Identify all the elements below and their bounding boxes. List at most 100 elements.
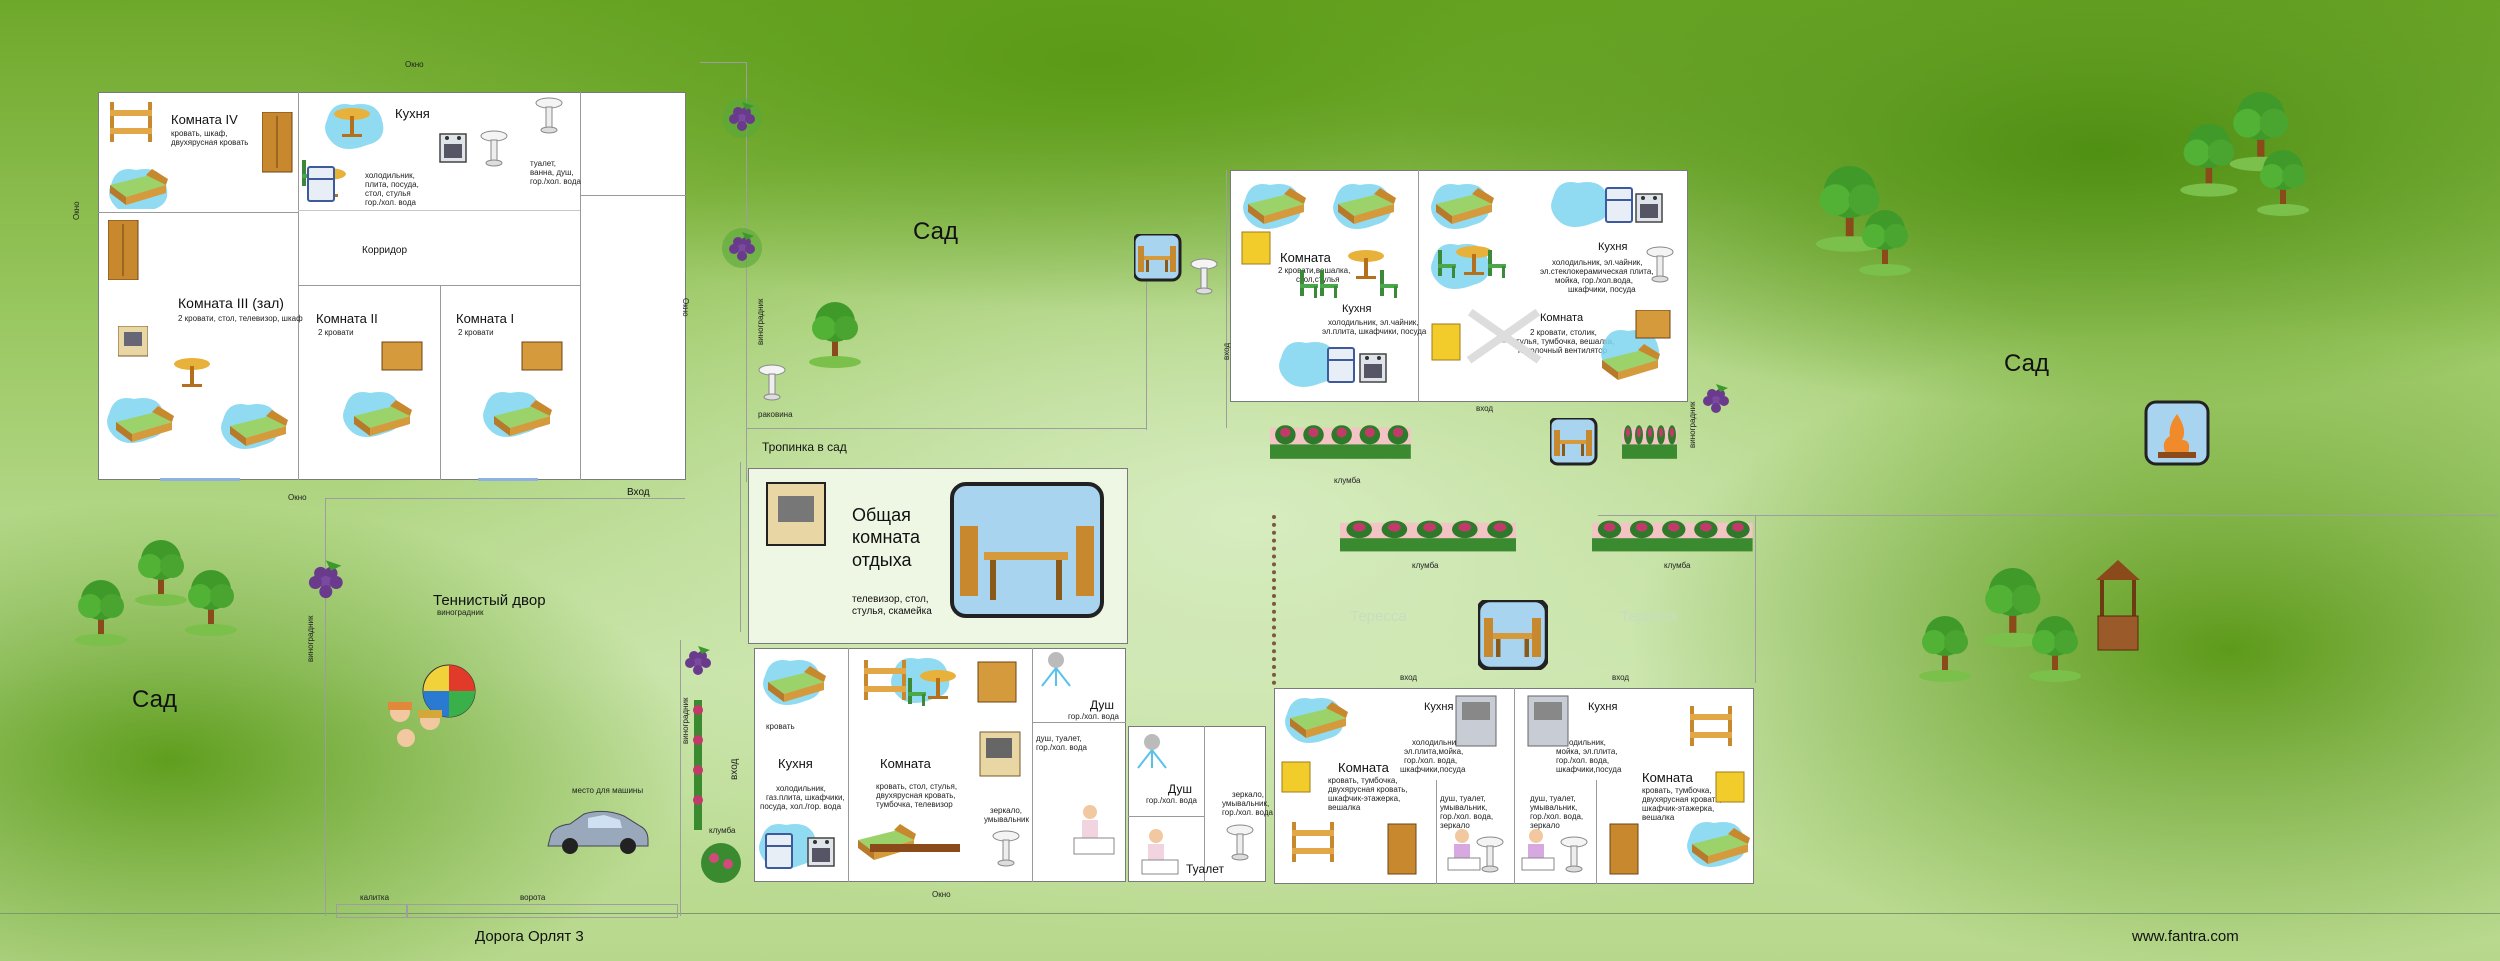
entrance-c[interactable]: вход: [729, 758, 740, 780]
toilet-a-desc-3: гор./хол. вода: [530, 177, 581, 186]
kitchen-a-desc-3: стол, стулья: [365, 189, 411, 198]
room-e-right-desc: кровать, тумбочка,: [1642, 786, 1712, 795]
vine-row: [1272, 515, 1277, 685]
road-label: Дорога Орлят 3: [475, 928, 584, 945]
room1-title: Комната I: [456, 311, 515, 326]
common-desc-2: стулья, скамейка: [852, 606, 932, 617]
kitchen-a-desc-4: гор./хол. вода: [365, 198, 416, 207]
house-d-wall-2: [1128, 816, 1204, 817]
room-e-left-desc-2: двухярусная кровать,: [1328, 785, 1408, 794]
window-label-a1: Окно: [405, 60, 424, 69]
parking-label: место для машины: [572, 786, 644, 795]
house-c-wall-1: [848, 648, 849, 882]
room-c-desc-3: тумбочка, телевизор: [876, 800, 953, 809]
window-label-c: Окно: [932, 890, 951, 899]
tennis-yard-label: Теннистый двор: [433, 592, 546, 609]
house-c-wall-3: [1032, 722, 1126, 723]
kitchen-b-right-title: Кухня: [1598, 241, 1628, 253]
room1-desc: 2 кровати: [458, 328, 494, 337]
room-e-left-title: Комната: [1338, 760, 1389, 775]
kitchen-b-right-desc: холодильник, эл.чайник,: [1552, 258, 1643, 267]
entrance-b[interactable]: вход: [1476, 404, 1494, 413]
entrance-b-side[interactable]: вход: [1222, 342, 1231, 360]
room-e-right-desc-2: двухярусная кровать,: [1642, 795, 1722, 804]
kitchen-b-left-desc: холодильник, эл.чайник,: [1328, 318, 1419, 327]
toilet-a-desc: туалет,: [530, 159, 556, 168]
vineyard-label-3: виноградник: [681, 697, 690, 744]
room4-title: Комната IV: [171, 112, 238, 127]
bath-e-right-desc: душ, туалет,: [1530, 794, 1576, 803]
room-e-left-desc-3: шкафчик-этажерка,: [1328, 794, 1401, 803]
room4-desc: кровать, шкаф,: [171, 129, 228, 138]
kitchen-a-title: Кухня: [395, 106, 430, 121]
room3-title: Комната III (зал): [178, 295, 284, 311]
path-line-4: [740, 462, 742, 632]
common-title-3: отдыха: [852, 550, 912, 570]
room-e-left-desc-4: вешалка: [1328, 803, 1361, 812]
room-e-left-desc: кровать, тумбочка,: [1328, 776, 1398, 785]
common-title-2: комната: [852, 527, 921, 547]
room-c-desc: кровать, стол, стулья,: [876, 782, 958, 791]
ball-icon: [422, 664, 476, 718]
gate-label: ворота: [520, 893, 546, 902]
window-label-a3: Окно: [72, 201, 81, 220]
window-a-bottom: [160, 478, 240, 481]
entrance-a[interactable]: Вход: [627, 487, 650, 498]
tree-group-top-icon: [1815, 166, 1911, 276]
room-b-desc: 2 кровати,вешалка,: [1278, 266, 1351, 275]
shower-d-title: Душ: [1168, 782, 1193, 796]
room-e-right-desc-4: вешалка: [1642, 813, 1675, 822]
terrace-label-2: Тересса: [1620, 608, 1677, 625]
gate-main[interactable]: [406, 904, 678, 918]
path-line-2: [1146, 240, 1148, 430]
bath-e-left-desc: душ, туалет,: [1440, 794, 1486, 803]
mirror-d: зеркало,: [1232, 790, 1265, 799]
bonfire-icon: [2144, 400, 2210, 466]
room4-desc-2: двухярусная кровать: [171, 138, 249, 147]
fence-top: [700, 62, 746, 64]
path-line-1: [746, 428, 1146, 429]
house-b-wall: [1418, 170, 1419, 402]
bath-e-right-desc-3: гор./хол. вода,: [1530, 812, 1584, 821]
garden-label-right: Сад: [2004, 350, 2049, 377]
common-title: Общая: [852, 505, 911, 525]
common-desc: телевизор, стол,: [852, 594, 929, 605]
mirror-c: зеркало,: [990, 806, 1023, 815]
bath-e-right-desc-4: зеркало: [1530, 821, 1560, 830]
house-e-wall-1: [1514, 688, 1515, 884]
path-right-2: [1755, 515, 1757, 683]
room-b-right-desc-2: стулья, тумбочка, вешалка,: [1512, 337, 1615, 346]
gate-small[interactable]: [336, 904, 408, 918]
tree-group-left-icon: [75, 540, 237, 646]
corridor-label: Корридор: [362, 245, 408, 256]
room-b-right-desc-3: потолочный вентилятор: [1518, 346, 1608, 355]
site-url[interactable]: www.fantra.com: [2132, 928, 2239, 945]
kitchen-b-right-desc-4: шкафчики, посуда: [1568, 285, 1636, 294]
room-e-right-title: Комната: [1642, 770, 1693, 785]
kitchen-e-left-desc-2: эл.плита,мойка,: [1404, 747, 1464, 756]
room-c-title: Комната: [880, 756, 931, 771]
house-a-wall-1: [298, 92, 299, 480]
fence-left-garden: [746, 62, 748, 482]
entrance-e-2[interactable]: вход: [1612, 673, 1630, 682]
vineyard-label-1: виноградник: [756, 298, 765, 345]
room3-desc: 2 кровати, стол, телевизор, шкаф: [178, 314, 303, 323]
room-e-right-desc-3: шкафчик-этажерка,: [1642, 804, 1715, 813]
room-b-right-title: Комната: [1540, 312, 1584, 324]
kitchen-e-left-desc-3: гор./хол. вода,: [1404, 756, 1458, 765]
kitchen-b-right-desc-3: мойка, гор./хол.вода,: [1555, 276, 1633, 285]
path-to-garden-label: Тропинка в сад: [762, 440, 847, 454]
bath-e-left-desc-4: зеркало: [1440, 821, 1470, 830]
toilet-c-desc: душ, туалет,: [1036, 734, 1082, 743]
entrance-e-1[interactable]: вход: [1400, 673, 1418, 682]
shower-d-desc: гор./хол. вода: [1146, 796, 1197, 805]
kitchen-c-desc-3: посуда, хол./гор. вода: [760, 802, 842, 811]
car-icon: [547, 810, 649, 854]
vineyard-small-label: виноградник: [437, 608, 484, 617]
kitchen-e-right-desc: холодильник,: [1556, 738, 1606, 747]
bath-e-right-desc-2: умывальник,: [1530, 803, 1578, 812]
flowerbed-label-3: клумба: [1664, 561, 1691, 570]
kitchen-b-left-title: Кухня: [1342, 303, 1372, 315]
kitchen-e-right-desc-4: шкафчики,посуда: [1556, 765, 1622, 774]
